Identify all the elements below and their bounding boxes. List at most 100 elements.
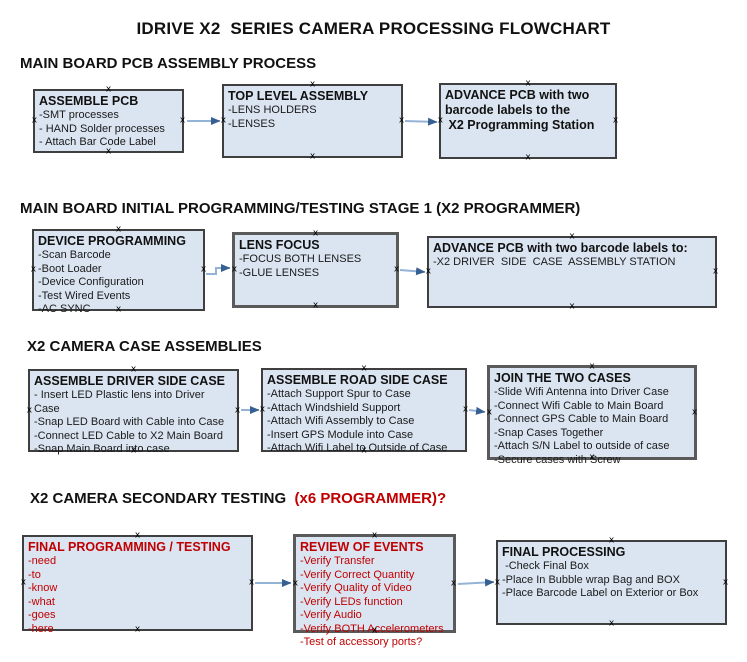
connection-point-icon: x [612, 115, 619, 126]
connector-arrow-4 [399, 267, 426, 276]
connection-point-icon: x [569, 301, 575, 312]
section-heading-secondary-testing-black: X2 CAMERA SECONDARY TESTING [30, 490, 291, 507]
box-items: -Scan Barcode-Boot Loader-Device Configu… [38, 249, 199, 317]
box-item: -Verify Transfer [300, 555, 375, 567]
connection-point-icon: x [26, 405, 33, 415]
box-final-processing: FINAL PROCESSING -Check Final Box-Place … [494, 536, 729, 629]
section-heading-pcb-assembly: MAIN BOARD PCB ASSEMBLY PROCESS [20, 55, 317, 72]
box-items: -X2 DRIVER SIDE CASE ASSEMBLY STATION [433, 256, 711, 270]
box-title: JOIN THE TWO CASES [494, 371, 631, 385]
connector-arrow-6 [468, 406, 486, 415]
box-title: ASSEMBLE DRIVER SIDE CASE [34, 374, 226, 388]
box-item: -Test Wired Events [38, 289, 131, 302]
box-item: - Attach Bar Code Label [39, 136, 156, 148]
box-review-of-events: REVIEW OF EVENTS -Verify Transfer-Verify… [292, 531, 457, 648]
connection-point-icon: x [691, 407, 698, 417]
box-item: -AC SYNC [38, 303, 91, 315]
box-title: REVIEW OF EVENTS [300, 540, 424, 554]
box-item: -Attach Wifi Label to Outside of Case [267, 442, 448, 454]
connection-point-icon: x [30, 264, 37, 275]
box-advance-pcb-programming-station: ADVANCE PCB with two barcode labels to t… [437, 79, 619, 163]
connection-point-icon: x [712, 266, 719, 277]
box-item: -goes [28, 609, 56, 621]
box-title: ASSEMBLE ROAD SIDE CASE [267, 373, 448, 387]
box-items: -FOCUS BOTH LENSES-GLUE LENSES [239, 253, 392, 280]
connection-point-icon: x [525, 152, 531, 163]
connection-point-icon: x [494, 577, 501, 587]
box-item: -Connect GPS Cable to Main Board [494, 413, 669, 425]
connection-point-icon: x [200, 264, 207, 275]
connection-point-icon: x [309, 151, 316, 162]
connection-point-icon: x [486, 407, 493, 417]
box-item: -SMT processes [39, 109, 119, 121]
box-item: -LENS HOLDERS [228, 104, 317, 116]
box-title: LENS FOCUS [239, 238, 320, 252]
connection-point-icon: x [231, 264, 238, 275]
box-item: -Check Final Box [502, 560, 589, 572]
box-item: -Snap Cases Together [494, 426, 604, 439]
connection-point-icon: x [234, 405, 241, 415]
box-top-level-assembly: TOP LEVEL ASSEMBLY -LENS HOLDERS-LENSES … [221, 80, 405, 162]
box-item: -Verify LEDs function [300, 595, 403, 608]
box-item: -Connect LED Cable to X2 Main Board [34, 429, 223, 442]
box-item: -to [28, 568, 41, 581]
box-item: -Device Configuration [38, 276, 144, 288]
box-item: -Snap Main Board into case [34, 443, 170, 455]
connection-point-icon: x [722, 577, 729, 587]
section-heading-case-assemblies: X2 CAMERA CASE ASSEMBLIES [27, 338, 262, 355]
box-item: -Verify BOTH Accelerometers [300, 622, 444, 635]
section-heading-initial-programming: MAIN BOARD INITIAL PROGRAMMING/TESTING S… [20, 200, 581, 217]
box-item: -FOCUS BOTH LENSES [239, 253, 362, 265]
connector-arrow-3 [206, 264, 231, 275]
page-title: IDRIVE X2 SERIES CAMERA PROCESSING FLOWC… [136, 19, 611, 38]
box-item: -Scan Barcode [38, 249, 111, 261]
connection-point-icon: x [437, 115, 444, 126]
box-join-the-two-cases: JOIN THE TWO CASES -Slide Wifi Antenna i… [486, 362, 698, 465]
box-title: TOP LEVEL ASSEMBLY [228, 89, 369, 103]
box-item: -Slide Wifi Antenna into Driver Case [494, 386, 669, 398]
box-lens-focus: LENS FOCUS -FOCUS BOTH LENSES-GLUE LENSE… [231, 229, 399, 311]
box-title: FINAL PROCESSING [502, 545, 626, 559]
connection-point-icon: x [462, 404, 469, 415]
box-item: - HAND Solder processes [39, 122, 165, 135]
connection-point-icon: x [312, 300, 319, 311]
connector-arrow-8 [457, 578, 495, 587]
connection-point-icon: x [292, 578, 299, 588]
connection-point-icon: x [608, 618, 615, 629]
connection-point-icon: x [31, 115, 38, 126]
box-item: -Verify Audio [300, 609, 362, 621]
box-final-programming-testing: FINAL PROGRAMMING / TESTING -need-to-kno… [20, 531, 254, 634]
box-title: ADVANCE PCB with two barcode labels to: [433, 241, 688, 255]
box-item: -Verify Quality of Video [300, 582, 412, 594]
box-item: -GLUE LENSES [239, 266, 320, 279]
box-item: -Attach Support Spur to Case [267, 388, 411, 400]
connection-point-icon: x [179, 115, 186, 126]
box-item: -Secure cases with Screw [494, 453, 621, 466]
box-assemble-driver-side-case: ASSEMBLE DRIVER SIDE CASE - Insert LED P… [26, 365, 241, 455]
box-item: -Attach S/N Label to outside of case [494, 440, 670, 452]
box-item: -Test of accessory ports? [300, 636, 423, 648]
box-items: -SMT processes- HAND Solder processes- A… [39, 109, 178, 150]
connection-point-icon: x [450, 578, 457, 588]
connection-point-icon: x [20, 577, 27, 588]
box-device-programming: DEVICE PROGRAMMING -Scan Barcode-Boot Lo… [30, 225, 207, 315]
box-item: -Connect Wifi Cable to Main Board [494, 399, 664, 412]
box-items: -Verify Transfer-Verify Correct Quantity… [300, 555, 449, 650]
box-item: -Attach Wifi Assembly to Case [267, 415, 415, 427]
box-item: -Verify Correct Quantity [300, 568, 415, 581]
connection-point-icon: x [398, 115, 405, 126]
box-items: - Insert LED Plastic lens into Driver Ca… [34, 389, 233, 457]
box-title: FINAL PROGRAMMING / TESTING [28, 540, 231, 554]
box-items: -Check Final Box-Place In Bubble wrap Ba… [502, 560, 721, 601]
box-item: -here [28, 622, 54, 635]
section-heading-secondary-testing: X2 CAMERA SECONDARY TESTING (x6 PROGRAMM… [30, 490, 446, 507]
box-title: ASSEMBLE PCB [39, 94, 139, 108]
box-item: -Place In Bubble wrap Bag and BOX [502, 573, 680, 586]
box-item: -X2 DRIVER SIDE CASE ASSEMBLY STATION [433, 256, 676, 268]
box-title: DEVICE PROGRAMMING [38, 234, 186, 248]
connection-point-icon: x [425, 266, 432, 277]
box-item: -know [28, 582, 58, 594]
box-item: -Attach Windshield Support [267, 401, 401, 414]
connector-arrow-2 [404, 117, 438, 126]
section-heading-secondary-testing-red: (x6 PROGRAMMER)? [290, 490, 447, 507]
